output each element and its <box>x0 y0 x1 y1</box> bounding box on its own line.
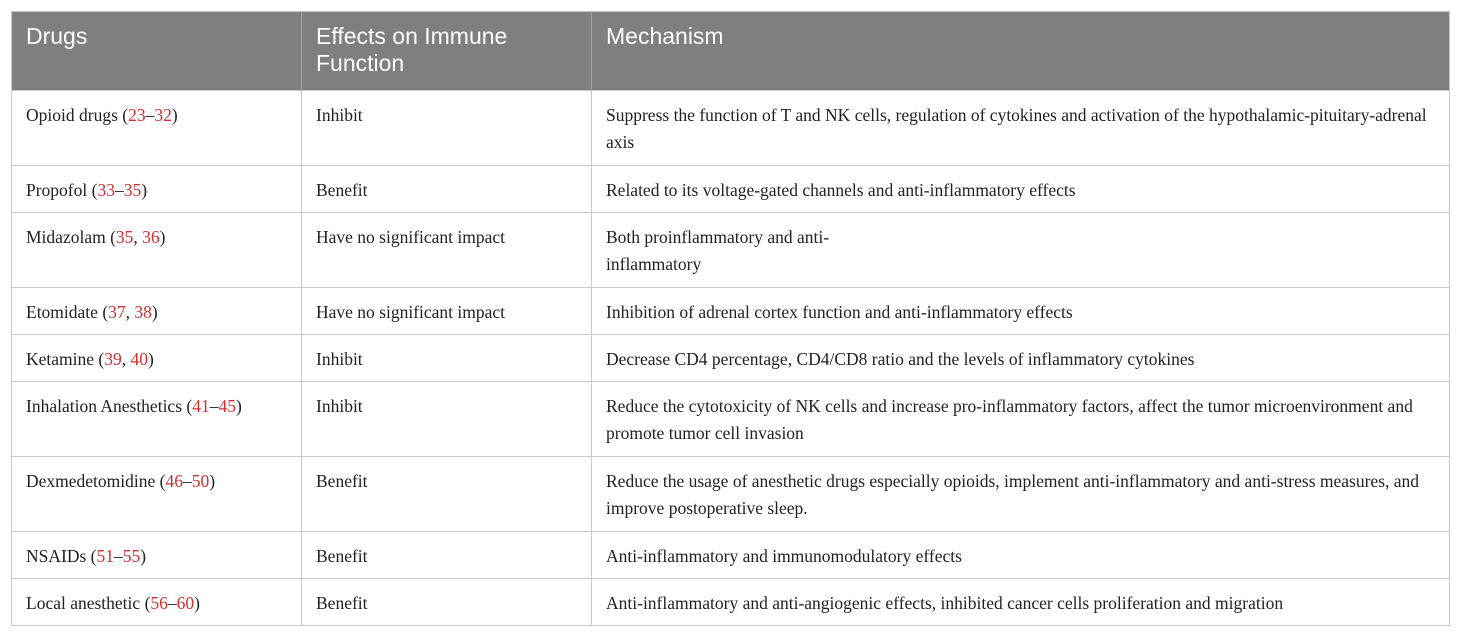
table-row: Inhalation Anesthetics (41–45) Inhibit R… <box>11 381 1450 457</box>
drug-cell: Inhalation Anesthetics (41–45) <box>11 381 302 457</box>
mechanism-cell: Reduce the usage of anesthetic drugs esp… <box>591 456 1450 532</box>
citation-link[interactable]: 23 <box>128 105 146 125</box>
mechanism-cell: Suppress the function of T and NK cells,… <box>591 90 1450 166</box>
effect-cell: Benefit <box>301 578 592 626</box>
effect-cell: Benefit <box>301 531 592 579</box>
table-row: Ketamine (39, 40) Inhibit Decrease CD4 p… <box>11 334 1450 382</box>
mechanism-cell: Reduce the cytotoxicity of NK cells and … <box>591 381 1450 457</box>
drug-cell: Opioid drugs (23–32) <box>11 90 302 166</box>
drug-cell: Local anesthetic (56–60) <box>11 578 302 626</box>
citation-link[interactable]: 36 <box>142 227 160 247</box>
citation-link[interactable]: 39 <box>104 349 122 369</box>
mechanism-cell: Anti-inflammatory and anti-angiogenic ef… <box>591 578 1450 626</box>
citation-link[interactable]: 50 <box>191 471 210 491</box>
citation-link[interactable]: 55 <box>122 546 141 566</box>
table-row: Opioid drugs (23–32) Inhibit Suppress th… <box>11 90 1450 166</box>
drug-cell: Ketamine (39, 40) <box>11 334 302 382</box>
header-row: Drugs Effects on Immune Function Mechani… <box>11 11 1450 91</box>
drug-cell: NSAIDs (51–55) <box>11 531 302 579</box>
effect-cell: Have no significant impact <box>301 287 592 335</box>
citation-link[interactable]: 32 <box>154 105 172 125</box>
table-row: Dexmedetomidine (46–50) Benefit Reduce t… <box>11 456 1450 532</box>
drug-immune-table: Drugs Effects on Immune Function Mechani… <box>11 11 1450 626</box>
citation-link[interactable]: 41 <box>192 396 210 416</box>
drug-cell: Midazolam (35, 36) <box>11 212 302 288</box>
citation-link[interactable]: 38 <box>134 302 152 322</box>
mechanism-cell: Inhibition of adrenal cortex function an… <box>591 287 1450 335</box>
citation-link[interactable]: 56 <box>150 593 168 613</box>
table-row: Local anesthetic (56–60) Benefit Anti-in… <box>11 578 1450 626</box>
drug-cell: Etomidate (37, 38) <box>11 287 302 335</box>
table-row: Propofol (33–35) Benefit Related to its … <box>11 165 1450 213</box>
table-row: NSAIDs (51–55) Benefit Anti-inflammatory… <box>11 531 1450 579</box>
effect-cell: Inhibit <box>301 381 592 457</box>
effect-cell: Have no significant impact <box>301 212 592 288</box>
citation-link[interactable]: 45 <box>218 396 236 416</box>
citation-link[interactable]: 37 <box>108 302 126 322</box>
citation-link[interactable]: 35 <box>115 227 134 247</box>
mechanism-cell: Both proinflammatory and anti-inflammato… <box>591 212 1450 288</box>
header-drugs: Drugs <box>11 11 302 91</box>
effect-cell: Benefit <box>301 165 592 213</box>
citation-link[interactable]: 51 <box>96 546 115 566</box>
effect-cell: Benefit <box>301 456 592 532</box>
citation-link[interactable]: 60 <box>176 593 195 613</box>
mechanism-cell: Related to its voltage-gated channels an… <box>591 165 1450 213</box>
mechanism-cell: Decrease CD4 percentage, CD4/CD8 ratio a… <box>591 334 1450 382</box>
effect-cell: Inhibit <box>301 90 592 166</box>
citation-link[interactable]: 35 <box>123 180 142 200</box>
header-effects: Effects on Immune Function <box>301 11 592 91</box>
citation-link[interactable]: 33 <box>97 180 115 200</box>
citation-link[interactable]: 40 <box>130 349 148 369</box>
drug-cell: Propofol (33–35) <box>11 165 302 213</box>
table-row: Midazolam (35, 36) Have no significant i… <box>11 212 1450 288</box>
effect-cell: Inhibit <box>301 334 592 382</box>
header-mechanism: Mechanism <box>591 11 1450 91</box>
drug-cell: Dexmedetomidine (46–50) <box>11 456 302 532</box>
mechanism-cell: Anti-inflammatory and immunomodulatory e… <box>591 531 1450 579</box>
table-row: Etomidate (37, 38) Have no significant i… <box>11 287 1450 335</box>
citation-link[interactable]: 46 <box>165 471 183 491</box>
